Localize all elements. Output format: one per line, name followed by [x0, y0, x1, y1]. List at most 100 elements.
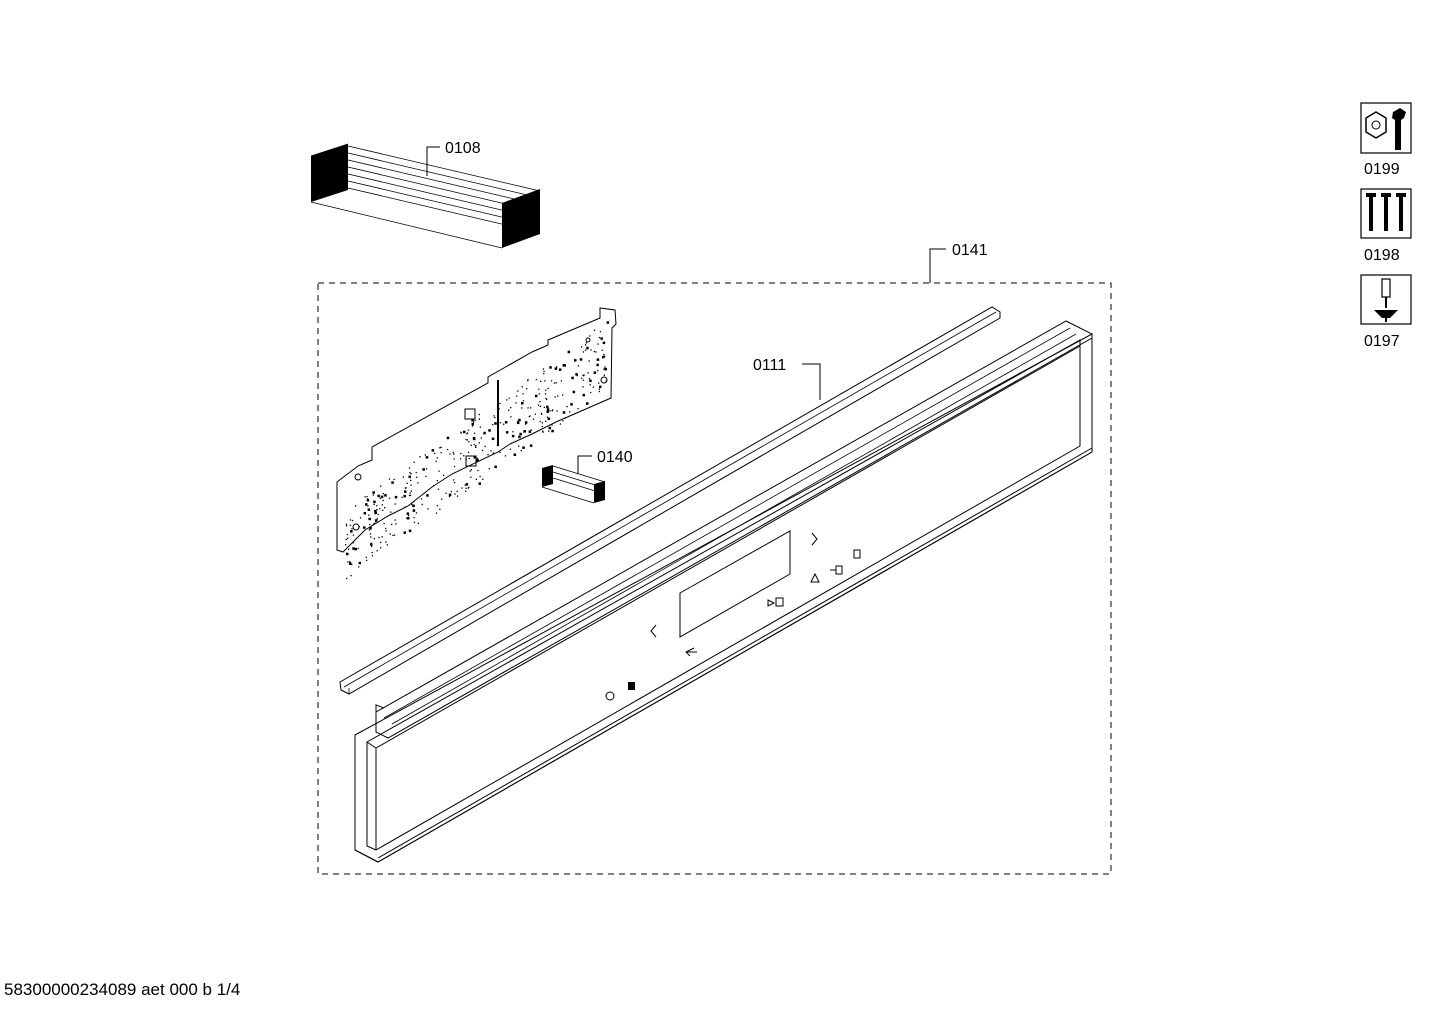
pcb-component — [439, 508, 441, 510]
pcb-component — [583, 375, 585, 377]
pcb-component — [345, 544, 347, 546]
pcb-component — [550, 380, 553, 382]
pcb-component — [599, 331, 602, 333]
side-icon-0198[interactable] — [1360, 188, 1412, 239]
pcb-component — [534, 394, 538, 398]
label-0140[interactable]: 0140 — [597, 449, 633, 466]
pcb-component — [345, 525, 348, 527]
pcb-component — [413, 521, 416, 523]
pcb-component — [548, 430, 550, 432]
pcb-component — [464, 484, 466, 486]
pcb-component — [372, 494, 374, 496]
pcb-component — [595, 351, 597, 353]
pcb-component — [420, 498, 423, 500]
pcb-component — [540, 412, 543, 415]
pcb-component — [350, 530, 353, 533]
pcb-component — [346, 533, 349, 536]
pcb-component — [535, 378, 538, 381]
pcb-component — [391, 481, 394, 484]
pcb-component — [492, 452, 494, 454]
pcb-component — [463, 430, 466, 434]
pcb-component — [408, 494, 411, 496]
pcb-component — [590, 391, 592, 394]
pcb-component — [371, 555, 374, 557]
pcb-component — [358, 566, 360, 568]
side-icon-0199[interactable] — [1360, 102, 1412, 154]
part-0111-trim-strip[interactable] — [339, 306, 1001, 695]
pcb-component — [539, 420, 541, 423]
pcb-component — [372, 524, 374, 526]
pcb-component — [465, 483, 469, 486]
pcb-component — [593, 371, 597, 374]
pcb-component — [473, 437, 476, 441]
pcb-component — [499, 402, 501, 405]
pcb-component — [412, 504, 415, 508]
pcb-component — [597, 369, 599, 372]
part-0108-flat-cable[interactable] — [310, 143, 541, 249]
control-circuit-board[interactable] — [336, 307, 617, 580]
pcb-component — [348, 548, 350, 550]
pcb-component — [385, 527, 387, 530]
label-0141[interactable]: 0141 — [952, 242, 988, 259]
pcb-component — [543, 370, 545, 373]
pcb-component — [592, 386, 595, 388]
pcb-component — [434, 452, 436, 454]
pcb-component — [491, 437, 495, 441]
pcb-component — [351, 563, 353, 566]
pcb-component — [579, 358, 583, 361]
pcb-component — [379, 508, 381, 510]
key-icon — [830, 565, 843, 575]
side-icon-label-0197: 0197 — [1364, 333, 1400, 350]
pcb-component — [518, 419, 521, 421]
pcb-component — [474, 419, 476, 422]
control-panel-fascia[interactable] — [354, 320, 1093, 863]
pcb-component — [373, 503, 375, 505]
pcb-component — [425, 475, 427, 478]
pcb-component — [468, 486, 470, 488]
pcb-component — [540, 380, 542, 382]
pcb-component — [538, 388, 540, 390]
pcb-component — [549, 410, 551, 412]
pcb-component — [589, 379, 592, 382]
side-icon-0197[interactable] — [1360, 274, 1412, 325]
pcb-component — [604, 366, 606, 368]
pcb-component — [368, 529, 370, 531]
pcb-component — [516, 395, 518, 397]
pcb-component — [532, 418, 535, 420]
pcb-component — [427, 508, 429, 510]
pcb-component — [443, 474, 445, 476]
pcb-component — [476, 457, 479, 459]
pcb-component — [602, 341, 606, 345]
part-0140-ribbon-cable[interactable] — [541, 465, 606, 504]
pcb-component — [406, 482, 408, 484]
pcb-component — [465, 458, 467, 460]
screwdriver-icon — [1374, 278, 1398, 322]
pcb-component — [545, 397, 547, 400]
pcb-component — [367, 505, 369, 507]
pcb-component — [539, 401, 541, 403]
pcb-component — [385, 530, 387, 532]
pcb-component — [403, 531, 406, 534]
pcb-component — [530, 429, 532, 431]
document-id: 58300000234089 aet 000 b 1/4 — [4, 980, 241, 999]
pcb-component — [562, 411, 566, 414]
pcb-component — [407, 515, 410, 517]
pcb-component — [496, 423, 499, 425]
pcb-component — [544, 393, 547, 395]
pcb-component — [446, 436, 450, 440]
pcb-component — [545, 420, 547, 422]
pcb-component — [426, 494, 429, 497]
pcb-component — [499, 451, 501, 453]
pcb-component — [516, 421, 520, 425]
pcb-component — [549, 366, 552, 369]
pcb-component — [358, 561, 362, 565]
pcb-component — [484, 445, 486, 448]
pcb-component — [346, 577, 348, 580]
label-0111[interactable]: 0111 — [753, 357, 786, 374]
label-0108[interactable]: 0108 — [445, 140, 481, 157]
pcb-component — [478, 418, 480, 420]
pcb-component — [431, 449, 435, 452]
pcb-component — [527, 407, 529, 409]
pcb-component — [587, 372, 589, 374]
